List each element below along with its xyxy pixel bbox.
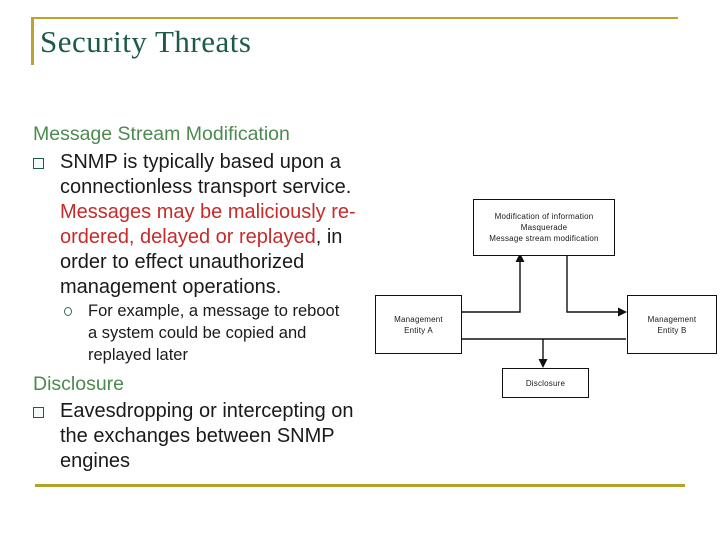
- bullet-text-red: Messages may be maliciously re-ordered, …: [60, 201, 356, 248]
- diagram-box-entity-a: Management Entity A: [375, 295, 462, 354]
- section-heading-disclosure: Disclosure: [33, 373, 125, 395]
- section-heading-message-stream: Message Stream Modification: [33, 123, 290, 145]
- attack-box-line3: Message stream modification: [489, 234, 599, 243]
- title-left-rule: [31, 17, 34, 65]
- body-text-column: Message Stream Modification SNMP is typi…: [33, 122, 369, 474]
- bullet-item-eavesdropping: Eavesdropping or intercepting on the exc…: [33, 399, 369, 474]
- diagram-box-disclosure: Disclosure: [502, 368, 589, 398]
- connector-attackbox-to-b: [566, 255, 619, 313]
- subbullet-item-example: For example, a message to reboot a syste…: [64, 300, 369, 366]
- bullet-text-black-1: SNMP is typically based upon a connectio…: [60, 151, 352, 198]
- entity-a-line2: Entity A: [404, 325, 433, 335]
- title-top-rule: [31, 17, 678, 19]
- circle-bullet-icon: [64, 307, 72, 316]
- arrowhead-down: [538, 359, 548, 368]
- bullet-item-snmp: SNMP is typically based upon a connectio…: [33, 150, 369, 300]
- subbullet-text-example: For example, a message to reboot a syste…: [88, 302, 340, 364]
- diagram-box-attacks: Modification of information Masquerade M…: [473, 199, 615, 256]
- diagram-box-entity-b: Management Entity B: [627, 295, 717, 354]
- bullet-text-snmp: SNMP is typically based upon a connectio…: [60, 150, 369, 300]
- attack-box-line2: Masquerade: [520, 223, 568, 232]
- connector-a-to-attackbox: [460, 260, 521, 313]
- arrowhead-right: [618, 307, 627, 317]
- slide-title: Security Threats: [40, 24, 252, 59]
- bullet-text-eavesdropping: Eavesdropping or intercepting on the exc…: [60, 400, 354, 472]
- entity-a-line1: Management: [394, 314, 443, 324]
- square-bullet-icon: [33, 407, 44, 418]
- attack-box-line1: Modification of information: [494, 212, 594, 221]
- entity-b-line2: Entity B: [657, 325, 687, 335]
- bullet-text-black-2: , in order to effect unauthorized manage…: [60, 226, 343, 298]
- bottom-rule: [35, 484, 685, 487]
- entity-b-line1: Management: [647, 314, 697, 324]
- arrowhead-up: [515, 253, 525, 262]
- disclosure-box-label: Disclosure: [525, 378, 566, 388]
- square-bullet-icon: [33, 158, 44, 169]
